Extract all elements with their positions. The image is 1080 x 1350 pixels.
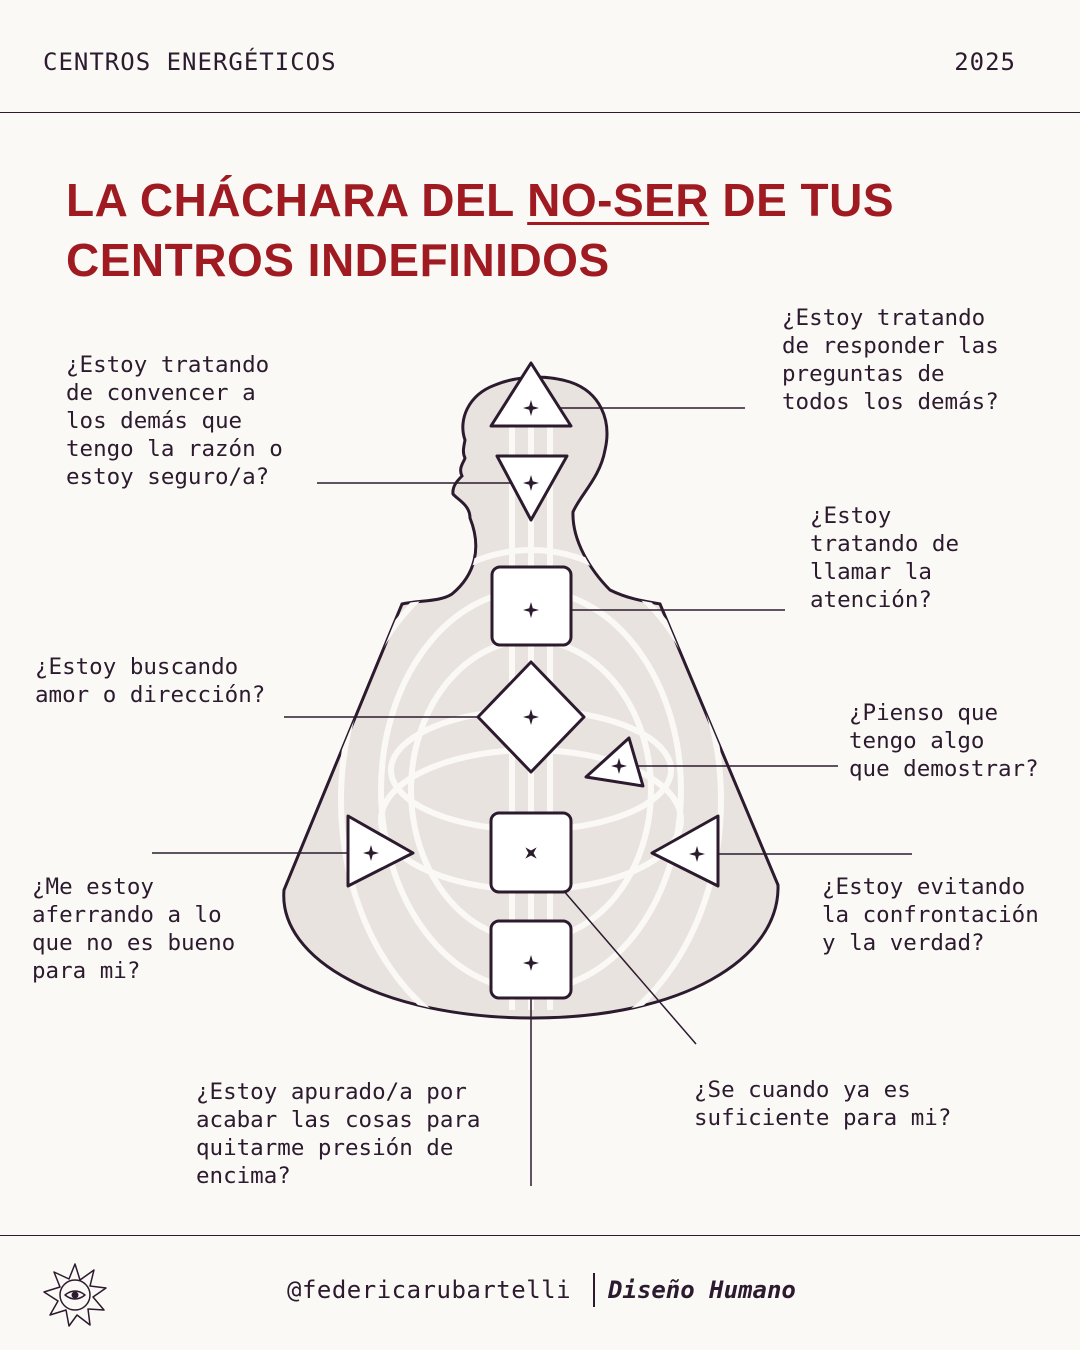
star-icon bbox=[523, 602, 539, 618]
question-root: ¿Estoy apurado/a por acabar las cosas pa… bbox=[196, 1079, 481, 1189]
star-icon bbox=[689, 846, 705, 862]
center-markers bbox=[363, 400, 705, 971]
title-part-1: LA CHÁCHARA DEL bbox=[66, 174, 528, 226]
author-handle[interactable]: @federicarubartelli bbox=[287, 1276, 572, 1304]
title-highlight: NO-SER bbox=[527, 174, 710, 226]
star-icon bbox=[523, 400, 539, 416]
question-heart: ¿Pienso que tengo algo que demostrar? bbox=[849, 700, 1039, 782]
series-label: CENTROS ENERGÉTICOS bbox=[43, 48, 337, 76]
question-solar-plexus: ¿Estoy evitando la confrontación y la ve… bbox=[822, 874, 1039, 956]
head-center bbox=[489, 361, 573, 428]
header-divider bbox=[0, 112, 1080, 113]
footer-separator bbox=[593, 1273, 595, 1307]
year-label: 2025 bbox=[954, 48, 1016, 76]
title-part-2: DE TUS CENTROS INDEFINIDOS bbox=[66, 174, 895, 286]
brand-name: Diseño Humano bbox=[608, 1276, 796, 1304]
question-throat: ¿Estoy tratando de llamar la atención? bbox=[810, 503, 960, 613]
spleen-center bbox=[346, 814, 415, 888]
footer-divider bbox=[0, 1235, 1080, 1236]
question-sacral: ¿Se cuando ya es suficiente para mi? bbox=[694, 1077, 952, 1131]
star-icon bbox=[523, 955, 539, 971]
star-icon bbox=[611, 758, 627, 774]
star-icon bbox=[523, 709, 539, 725]
page-title: LA CHÁCHARA DEL NO-SER DE TUS CENTROS IN… bbox=[66, 170, 966, 290]
question-ajna: ¿Estoy tratando de convencer a los demás… bbox=[66, 352, 283, 490]
star-icon bbox=[525, 847, 537, 859]
heart-center bbox=[584, 736, 645, 788]
question-spleen: ¿Me estoy aferrando a lo que no es bueno… bbox=[32, 874, 236, 984]
question-head: ¿Estoy tratando de responder las pregunt… bbox=[782, 305, 999, 415]
ajna-center bbox=[495, 454, 569, 522]
star-icon bbox=[523, 475, 539, 491]
star-icon bbox=[363, 845, 379, 861]
question-g-center: ¿Estoy buscando amor o dirección? bbox=[35, 654, 266, 708]
solar-plexus-center bbox=[650, 814, 720, 888]
sun-eye-logo-icon bbox=[43, 1263, 107, 1327]
